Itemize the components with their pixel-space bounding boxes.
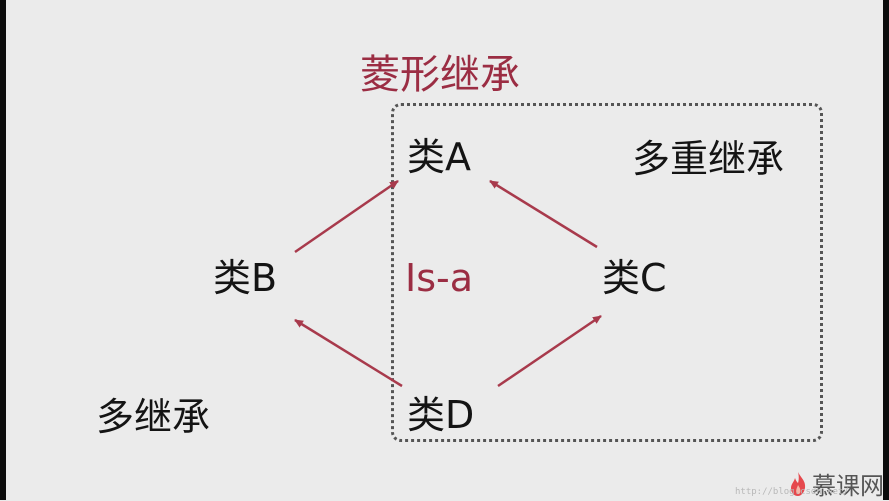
imooc-logo: 慕课网 <box>788 466 884 501</box>
multi-inheritance-label: 多继承 <box>96 395 211 439</box>
diagram-title: 菱形继承 <box>360 52 520 98</box>
flame-icon <box>791 471 806 496</box>
class-c-node: 类C <box>602 256 667 300</box>
is-a-relation-label: Is-a <box>405 256 474 300</box>
arrow-d-to-c <box>497 314 602 388</box>
multiple-inheritance-region <box>391 103 823 442</box>
multiple-inheritance-label: 多重继承 <box>632 137 785 181</box>
arrow-b-to-a <box>294 179 399 254</box>
class-b-node: 类B <box>213 256 278 300</box>
watermark-url: http://blog.csdn.net/ <box>735 487 849 497</box>
arrow-d-to-b <box>294 318 403 388</box>
right-frame-edge <box>883 0 889 500</box>
class-d-node: 类D <box>407 393 475 437</box>
class-a-node: 类A <box>407 135 471 179</box>
logo-text: 慕课网 <box>812 472 884 500</box>
left-frame-edge <box>0 0 6 500</box>
arrow-c-to-a <box>489 179 598 249</box>
